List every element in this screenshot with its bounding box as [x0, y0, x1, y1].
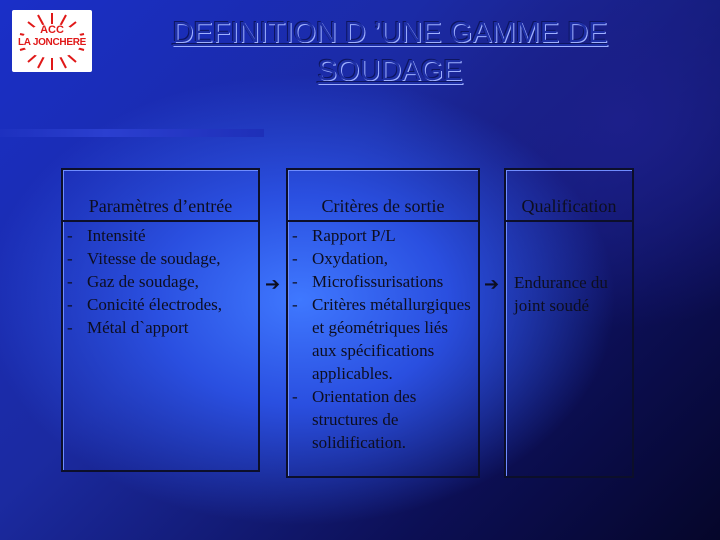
- logo-sunburst-graphic: [19, 13, 85, 70]
- qualification-column-header: Qualification: [506, 170, 632, 222]
- logo-text-acc: ACC: [40, 24, 64, 36]
- outputs-column-box: Critères de sortie -Rapport P/L -Oxydati…: [286, 168, 480, 478]
- title-line-1: DEFINITION D ’UNE GAMME DE: [172, 17, 608, 49]
- list-item: -Intensité: [67, 226, 146, 245]
- list-item: -Métal d`apport: [67, 318, 189, 337]
- inputs-column-box: Paramètres d’entrée -Intensité -Vitesse …: [61, 168, 260, 472]
- inputs-column-header: Paramètres d’entrée: [63, 170, 258, 222]
- logo-text-la-jonchere: LA JONCHERE: [17, 37, 86, 48]
- outputs-column-header: Critères de sortie: [288, 170, 478, 222]
- arrow-right-icon: ➔: [484, 274, 500, 295]
- list-item: -Gaz de soudage,: [67, 272, 199, 291]
- list-item: -Microfissurisations: [292, 272, 444, 291]
- title-line-2: SOUDAGE: [317, 55, 463, 87]
- qualification-text: Endurance du joint soudé: [514, 273, 608, 315]
- company-logo: ACC LA JONCHERE: [12, 10, 92, 72]
- page-title: DEFINITION D ’UNE GAMME DE SOUDAGE: [120, 14, 660, 90]
- qualification-column-box: Qualification Endurance du joint soudé: [504, 168, 634, 478]
- list-item: -Orientation des structures de solidific…: [292, 387, 417, 452]
- list-item: -Vitesse de soudage,: [67, 249, 221, 268]
- list-item: -Rapport P/L: [292, 226, 396, 245]
- arrow-right-icon: ➔: [265, 274, 281, 295]
- list-item: -Oxydation,: [292, 249, 389, 268]
- list-item: -Critères métallurgiques et géométriques…: [292, 295, 471, 383]
- outputs-list: -Rapport P/L -Oxydation, -Microfissurisa…: [292, 224, 472, 454]
- inputs-list: -Intensité -Vitesse de soudage, -Gaz de …: [67, 224, 222, 339]
- title-divider-bar: [0, 129, 264, 137]
- list-item: -Conicité électrodes,: [67, 295, 223, 314]
